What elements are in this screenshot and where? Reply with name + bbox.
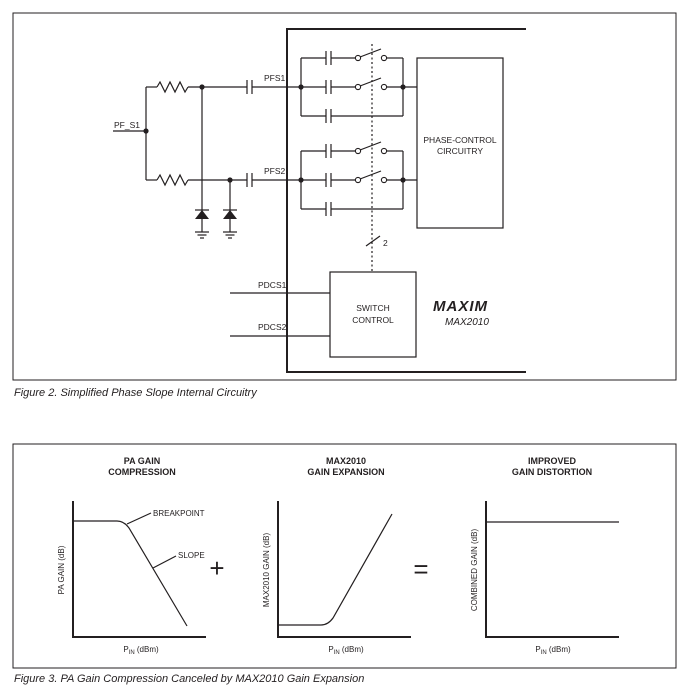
panel3-title-1: IMPROVED — [528, 456, 577, 466]
ic-outline — [286, 28, 526, 373]
pdcs1-label: PDCS1 — [258, 280, 287, 290]
panel-max2010-gain-expansion: MAX2010 GAIN EXPANSION MAX2010 GAIN (dB)… — [262, 456, 411, 656]
panel1-axes — [72, 501, 206, 638]
phase-control-label-1: PHASE-CONTROL — [423, 135, 496, 145]
phase-control-block — [416, 57, 504, 229]
panel3-axes — [485, 501, 619, 638]
figure3-caption: Figure 3. PA Gain Compression Canceled b… — [14, 673, 364, 685]
figure3-frame — [12, 443, 677, 669]
resistor-top — [156, 80, 189, 94]
panel2-title-1: MAX2010 — [326, 456, 366, 466]
pf-s1-label: PF_S1 — [114, 120, 140, 130]
maxim-logo: MAXIM — [433, 298, 488, 315]
panel1-title-2: COMPRESSION — [108, 467, 176, 477]
figure2-caption: Figure 2. Simplified Phase Slope Interna… — [14, 387, 258, 399]
panel2-xlabel: PIN (dBm) — [328, 645, 364, 656]
part-number: MAX2010 — [445, 317, 489, 328]
panel3-title-2: GAIN DISTORTION — [512, 467, 592, 477]
slope-label: SLOPE — [178, 551, 205, 560]
panel-improved-gain-distortion: IMPROVED GAIN DISTORTION COMBINED GAIN (… — [470, 456, 619, 656]
figure2-diagram: PF_S1 PFS1 PFS2 — [12, 12, 677, 381]
switch-control-label-1: SWITCH — [356, 303, 390, 313]
capacitor-bank-top — [298, 48, 417, 123]
panel-pa-gain-compression: PA GAIN COMPRESSION PA GAIN (dB) PIN (dB… — [57, 456, 206, 656]
equals-operator: = — [413, 554, 428, 584]
panel3-xlabel: PIN (dBm) — [535, 645, 571, 656]
switch-control-label-2: CONTROL — [352, 315, 394, 325]
panel2-ylabel: MAX2010 GAIN (dB) — [262, 533, 271, 608]
panel3-ylabel: COMBINED GAIN (dB) — [470, 529, 479, 612]
figure2-frame — [12, 12, 677, 381]
panel2-title-2: GAIN EXPANSION — [307, 467, 384, 477]
pfs1-label: PFS1 — [264, 73, 286, 83]
panel1-ylabel: PA GAIN (dB) — [57, 545, 66, 594]
switch-control-block — [329, 271, 417, 358]
panel1-title-1: PA GAIN — [124, 456, 161, 466]
pdcs2-label: PDCS2 — [258, 322, 287, 332]
diode-left — [195, 209, 209, 239]
panel2-curve — [278, 513, 393, 626]
bus-slash — [365, 235, 381, 247]
bus-width-label: 2 — [383, 238, 388, 248]
breakpoint-label: BREAKPOINT — [153, 509, 205, 518]
panel1-curve — [73, 520, 188, 627]
panel1-xlabel: PIN (dBm) — [123, 645, 159, 656]
phase-control-label-2: CIRCUITRY — [437, 146, 483, 156]
figure3-diagram: PA GAIN COMPRESSION PA GAIN (dB) PIN (dB… — [12, 443, 677, 669]
plus-operator: + — [209, 553, 224, 583]
capacitor-bank-bottom — [298, 141, 417, 216]
resistor-bottom — [156, 173, 189, 187]
diode-right — [223, 209, 237, 239]
pfs2-label: PFS2 — [264, 166, 286, 176]
panel2-axes — [277, 501, 411, 638]
